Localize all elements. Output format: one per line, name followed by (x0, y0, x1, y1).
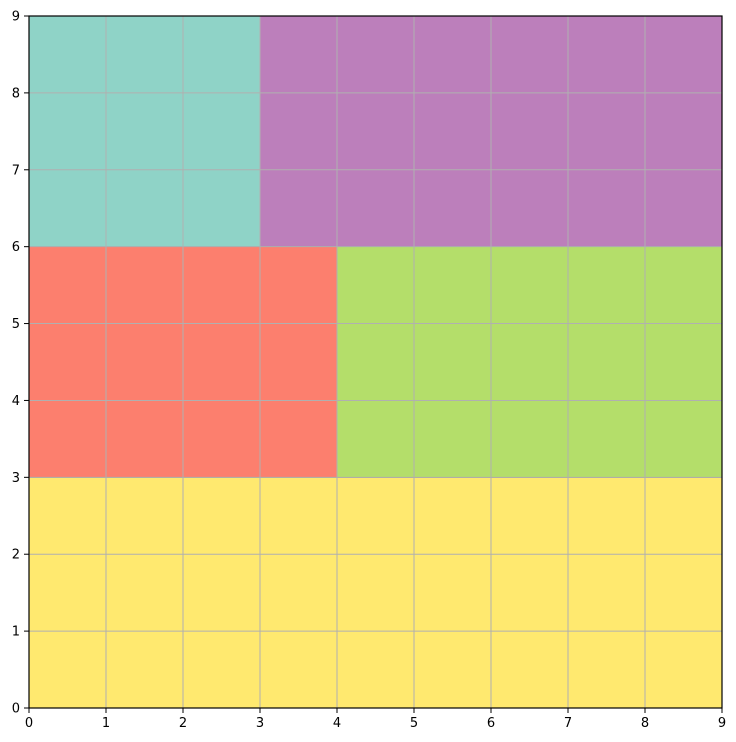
y-tick-label-1: 1 (12, 625, 20, 640)
x-tick-label-6: 6 (487, 716, 495, 731)
x-tick-label-8: 8 (641, 716, 649, 731)
x-tick-label-0: 0 (25, 716, 33, 731)
x-tick-label-2: 2 (179, 716, 187, 731)
y-tick-label-7: 7 (12, 163, 20, 178)
x-tick-label-9: 9 (718, 716, 726, 731)
y-tick-label-9: 9 (12, 10, 20, 25)
x-tick-label-1: 1 (102, 716, 110, 731)
rectangle-green (336, 246, 723, 478)
x-axis-ticks: 0 1 2 3 4 5 6 7 8 9 (25, 708, 726, 731)
grid-layer (28, 15, 723, 709)
y-tick-label-0: 0 (12, 702, 20, 717)
x-tick-label-5: 5 (410, 716, 418, 731)
axes-frame (28, 15, 723, 709)
y-axis-ticks: 0 1 2 3 4 5 6 7 8 9 (12, 10, 29, 717)
rectangles-layer (28, 15, 723, 709)
y-tick-label-2: 2 (12, 548, 20, 563)
y-tick-label-3: 3 (12, 471, 20, 486)
y-tick-label-4: 4 (12, 394, 20, 409)
x-tick-label-7: 7 (564, 716, 572, 731)
rectangle-yellow (28, 477, 723, 709)
rectangle-teal (28, 15, 261, 247)
y-tick-label-6: 6 (12, 240, 20, 255)
y-tick-label-8: 8 (12, 86, 20, 101)
x-tick-label-3: 3 (256, 716, 264, 731)
axes-layer (28, 15, 723, 709)
y-tick-label-5: 5 (12, 317, 20, 332)
x-tick-label-4: 4 (333, 716, 341, 731)
